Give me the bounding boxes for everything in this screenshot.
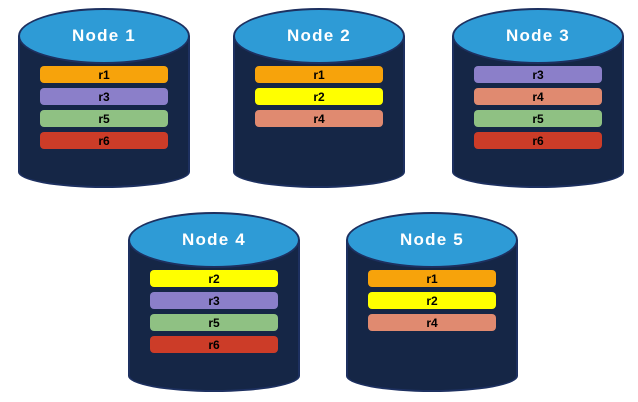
node-title: Node 2 [287,26,351,45]
replica-bar[interactable]: r4 [474,88,602,105]
database-node-3[interactable]: Node 3 r3 r4 r5 r6 [452,8,624,188]
replica-bar[interactable]: r1 [368,270,496,287]
node-title: Node 4 [182,230,246,249]
replica-list: r1 r3 r5 r6 [18,66,190,149]
database-node-4[interactable]: Node 4 r2 r3 r5 r6 [128,212,300,392]
replica-bar[interactable]: r6 [150,336,278,353]
node-title: Node 1 [72,26,136,45]
replica-bar[interactable]: r2 [255,88,383,105]
replica-bar[interactable]: r6 [474,132,602,149]
cylinder-top-ellipse [346,212,518,268]
replica-bar[interactable]: r1 [40,66,168,83]
replica-bar[interactable]: r6 [40,132,168,149]
replica-bar[interactable]: r3 [474,66,602,83]
replica-bar[interactable]: r4 [368,314,496,331]
replica-list: r3 r4 r5 r6 [452,66,624,149]
database-node-1[interactable]: Node 1 r1 r3 r5 r6 [18,8,190,188]
replica-bar[interactable]: r4 [255,110,383,127]
cylinder-top-ellipse [452,8,624,64]
replica-list: r2 r3 r5 r6 [128,270,300,353]
replica-list: r1 r2 r4 [346,270,518,331]
replica-bar[interactable]: r5 [150,314,278,331]
node-title: Node 5 [400,230,464,249]
replica-bar[interactable]: r5 [474,110,602,127]
replica-bar[interactable]: r2 [150,270,278,287]
cylinder-top-ellipse [128,212,300,268]
replica-list: r1 r2 r4 [233,66,405,127]
cylinder-top-ellipse [233,8,405,64]
database-node-2[interactable]: Node 2 r1 r2 r4 [233,8,405,188]
cylinder-top-ellipse [18,8,190,64]
replica-bar[interactable]: r2 [368,292,496,309]
replica-bar[interactable]: r5 [40,110,168,127]
replica-bar[interactable]: r1 [255,66,383,83]
replica-bar[interactable]: r3 [40,88,168,105]
replica-bar[interactable]: r3 [150,292,278,309]
node-title: Node 3 [506,26,570,45]
database-node-5[interactable]: Node 5 r1 r2 r4 [346,212,518,392]
